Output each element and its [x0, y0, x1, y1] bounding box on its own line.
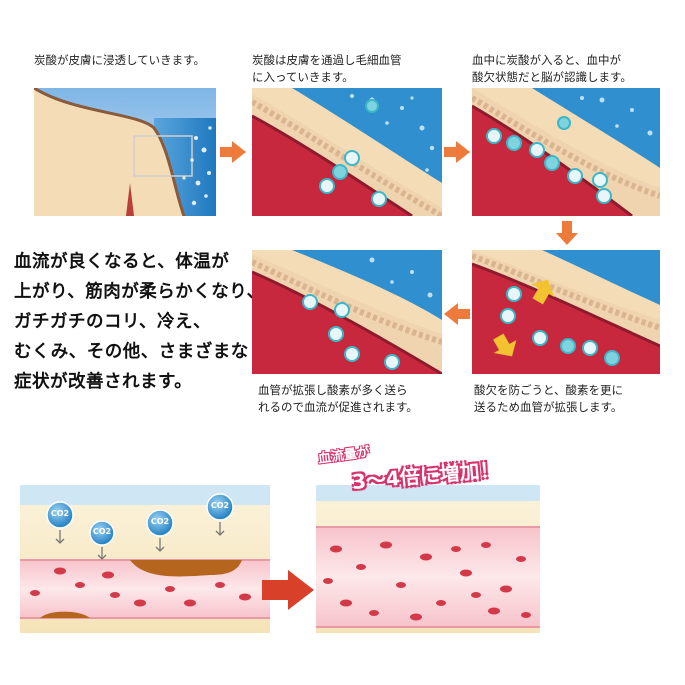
caption-step-5: 血管が拡張し酸素が多く送ら れるので血流が促進されます。: [258, 382, 418, 416]
capillary-illustration-4: [252, 250, 442, 374]
co2-label: CO2: [150, 517, 170, 526]
dilation-arrow-icons: [493, 279, 555, 357]
panel-capillary-entry: [252, 88, 442, 216]
co2-label: CO2: [92, 527, 112, 536]
capillary-illustration-1: [252, 88, 442, 216]
vessel-after-illustration: [316, 485, 540, 633]
caption-step-4-line-1: 酸欠を防ごうと、酸素を更に: [474, 383, 624, 397]
caption-step-2-line-2: に入っていきます。: [252, 70, 354, 84]
vessel-before-illustration: [20, 485, 270, 633]
caption-step-4-line-2: 送るため血管が拡張します。: [474, 400, 623, 414]
arrow-right-icon: [262, 570, 314, 610]
co2-bubbles: [46, 493, 234, 546]
arrow-right-icon: [444, 141, 470, 163]
oxygen-bubbles: [319, 99, 387, 207]
arrow-right-icon: [220, 141, 246, 163]
caption-step-2: 炭酸は皮膚を通過し毛細血管 に入っていきます。: [252, 52, 402, 86]
summary-line-3: ガチガチのコリ、冷え、: [14, 312, 211, 332]
caption-step-1: 炭酸が皮膚に浸透していきます。: [34, 53, 206, 67]
skin-illustration: [34, 88, 216, 216]
summary-line-2: 上がり、筋肉が柔らかくなり、: [14, 282, 265, 302]
arrow-left-icon: [444, 303, 470, 325]
co2-label: CO2: [210, 501, 230, 510]
summary-line-1: 血流が良くなると、体温が: [14, 252, 230, 272]
caption-step-5-line-1: 血管が拡張し酸素が多く送ら: [258, 383, 408, 397]
summary-line-4: むくみ、その他、さまざまな: [14, 342, 249, 362]
capillary-illustration-3: [472, 250, 660, 374]
panel-before: CO2 CO2 CO2 CO2: [20, 485, 270, 633]
panel-blood-flow-promoted: [252, 250, 442, 374]
headline-blood-flow: 血流量が: [317, 444, 371, 467]
panel-vessel-dilation: [472, 250, 660, 374]
panel-skin-permeation: [34, 88, 216, 216]
caption-step-2-line-1: 炭酸は皮膚を通過し毛細血管: [252, 53, 402, 67]
caption-step-3-line-1: 血中に炭酸が入ると、血中が: [472, 53, 622, 67]
summary-text: 血流が良くなると、体温が 上がり、筋肉が柔らかくなり、 ガチガチのコリ、冷え、 …: [14, 247, 265, 397]
panel-oxygen-deficit: [472, 88, 660, 216]
capillary-illustration-2: [472, 88, 660, 216]
summary-line-5: 症状が改善されます。: [14, 372, 193, 392]
caption-step-4: 酸欠を防ごうと、酸素を更に 送るため血管が拡張します。: [474, 382, 623, 416]
caption-step-3: 血中に炭酸が入ると、血中が 酸欠状態だと脳が認識します。: [472, 52, 632, 86]
panel-after: [316, 485, 540, 633]
caption-step-3-line-2: 酸欠状態だと脳が認識します。: [472, 70, 632, 84]
arrow-down-icon: [556, 221, 578, 245]
co2-label: CO2: [50, 509, 70, 518]
caption-step-5-line-2: れるので血流が促進されます。: [258, 400, 418, 414]
